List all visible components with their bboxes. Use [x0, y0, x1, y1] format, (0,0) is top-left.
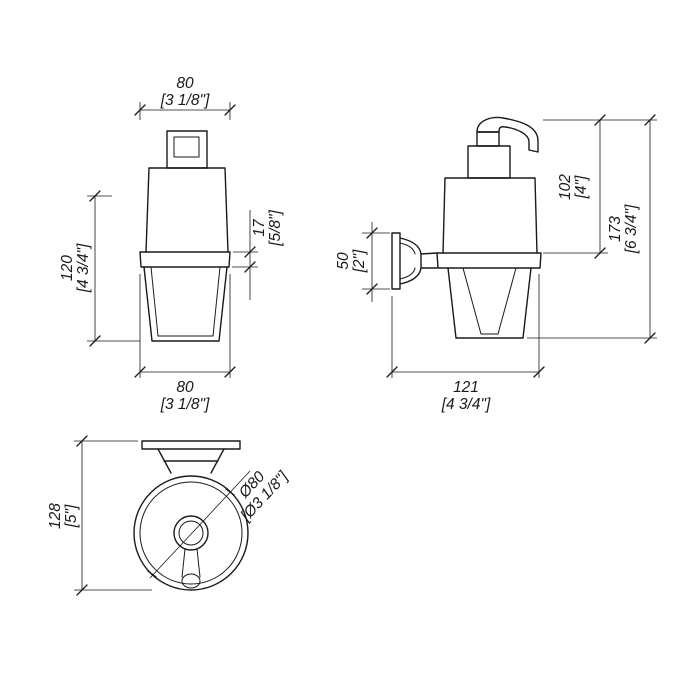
- top-cup-inner-circle: [139, 481, 243, 585]
- side-pump-spout: [476, 116, 539, 153]
- dim-side-total-height-inch: [6 3/4"]: [623, 204, 640, 254]
- dim-front-collar-mm: 17: [251, 218, 268, 237]
- dim-side-depth-inch: [4 3/4"]: [441, 396, 491, 413]
- side-wall-plate: [391, 232, 401, 290]
- side-lower-cup: [447, 267, 532, 339]
- dim-front-width-bottom-ticks: [134, 366, 236, 378]
- dim-front-height-mm: 120: [59, 255, 76, 281]
- side-lower-cup-inner-funnel: [462, 267, 517, 335]
- dim-side-total-height-lines: [527, 120, 657, 339]
- dim-side-pump-height: 102 [4"]: [543, 114, 657, 259]
- side-collar-ring: [436, 252, 542, 269]
- dim-front-width-bottom-lines: [139, 274, 231, 378]
- dim-side-bracket: 50 [2"]: [335, 222, 390, 302]
- dim-top-height-inch: [5"]: [63, 504, 80, 528]
- dim-side-total-height-ticks: [644, 114, 656, 344]
- dim-front-collar-ticks: [244, 246, 256, 273]
- front-lower-cup: [143, 266, 228, 342]
- side-wall-bracket-detail: [399, 242, 416, 280]
- dim-side-depth-ticks: [386, 366, 545, 378]
- dim-front-width-top-lines: [139, 102, 231, 120]
- top-pump-stem-circle: [178, 520, 204, 546]
- front-lower-cup-inner-wall: [150, 266, 221, 337]
- dim-front-collar-lines: [232, 210, 258, 300]
- dim-side-depth: 121 [4 3/4"]: [386, 274, 545, 413]
- dim-front-width-top: 80 [3 1/8"]: [134, 75, 236, 120]
- front-bottle-body: [145, 167, 229, 253]
- front-pump-nozzle: [173, 136, 200, 158]
- dim-side-bracket-inch: [2"]: [351, 249, 368, 273]
- front-view: [139, 130, 231, 342]
- side-view: [391, 116, 542, 339]
- side-bottle-body: [442, 177, 538, 254]
- dim-front-collar: 17 [5/8"]: [232, 209, 284, 300]
- dim-front-width-top-ticks: [134, 104, 236, 116]
- dim-front-width-bottom: 80 [3 1/8"]: [134, 274, 236, 413]
- top-view: [133, 440, 249, 591]
- dim-front-width-top-inch: [3 1/8"]: [160, 92, 210, 109]
- dim-front-height: 120 [4 3/4"]: [59, 190, 140, 347]
- dim-top-height: 128 [5"]: [47, 435, 152, 596]
- dim-top-diameter-ticks: [147, 488, 235, 578]
- dim-front-collar-inch: [5/8"]: [267, 209, 284, 246]
- dim-front-height-inch: [4 3/4"]: [75, 243, 92, 293]
- dim-top-height-ticks: [76, 435, 88, 596]
- dim-front-width-bottom-inch: [3 1/8"]: [160, 396, 210, 413]
- dim-side-pump-height-ticks: [594, 114, 606, 259]
- dim-side-total-height: 173 [6 3/4"]: [527, 114, 657, 344]
- dim-top-height-lines: [74, 440, 152, 591]
- front-collar-ring: [139, 251, 231, 268]
- top-wall-plate: [141, 440, 241, 450]
- top-pump-collar-circle: [173, 515, 209, 551]
- dim-side-depth-mm: 121: [453, 379, 479, 396]
- dim-side-total-height-mm: 173: [607, 216, 624, 242]
- dim-side-pump-height-mm: 102: [557, 174, 574, 200]
- top-bracket-flange: [157, 448, 225, 474]
- dim-side-depth-lines: [391, 274, 540, 378]
- side-wall-bracket-bell: [399, 237, 438, 285]
- top-spout-sides: [181, 548, 201, 578]
- dim-front-width-top-mm: 80: [176, 75, 194, 92]
- top-spout-tip: [181, 573, 201, 589]
- dim-side-pump-height-inch: [4"]: [573, 175, 590, 199]
- dim-side-bracket-ticks: [366, 227, 378, 295]
- dim-front-width-bottom-mm: 80: [176, 379, 194, 396]
- dim-top-diameter-line: [149, 470, 251, 579]
- dim-top-height-mm: 128: [47, 503, 64, 529]
- top-cup-outer-circle: [133, 475, 249, 591]
- dim-front-height-ticks: [89, 190, 101, 347]
- dim-side-bracket-mm: 50: [335, 252, 352, 270]
